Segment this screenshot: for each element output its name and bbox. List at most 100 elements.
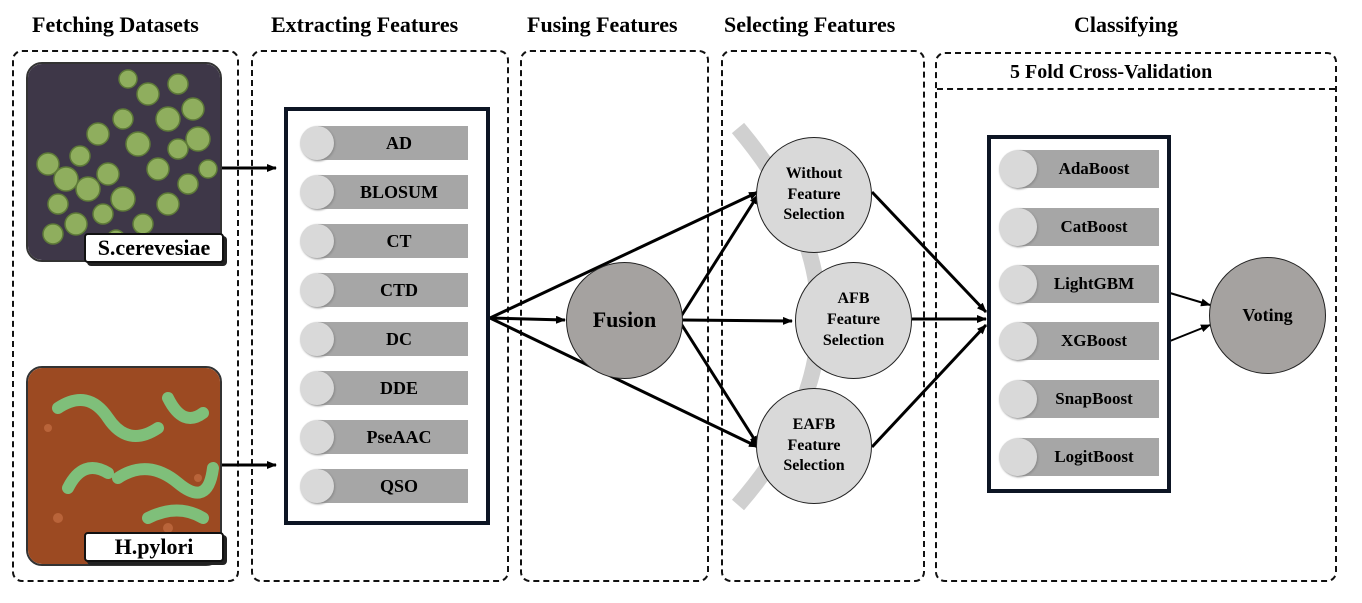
classifier-label: AdaBoost (1058, 159, 1130, 178)
bacteria-illustration (28, 368, 220, 564)
eafb-line-1: EAFB (792, 415, 836, 433)
eafb-line-3: Selection (783, 457, 845, 475)
selecting-box (721, 50, 925, 582)
feature-bullet (300, 371, 334, 405)
voting-label: Voting (1242, 304, 1293, 325)
feature-label: CTD (379, 279, 418, 300)
stage-title-fetching: Fetching Datasets (32, 12, 199, 37)
feature-bullet (300, 175, 334, 209)
voting-node: Voting (1209, 257, 1326, 374)
stage-title-extracting: Extracting Features (271, 12, 459, 37)
feature-label: QSO (379, 475, 418, 496)
feature-bullet (300, 469, 334, 503)
feature-bullet (300, 273, 334, 307)
classifier-label: CatBoost (1060, 217, 1128, 236)
classifier-item: LogitBoost (999, 438, 1159, 476)
feature-label: BLOSUM (359, 181, 438, 202)
classifier-bullet (999, 150, 1037, 188)
without-line-2: Feature (787, 185, 841, 203)
feature-bar (318, 420, 468, 454)
arrow-features-to-without (489, 190, 759, 320)
arrow-fusion-to-eafb (678, 321, 760, 446)
feature-item: DC (300, 322, 468, 356)
feature-list-panel (284, 107, 490, 525)
classifier-item: LightGBM (999, 265, 1159, 303)
classifier-bar (1017, 380, 1159, 418)
classifier-bullet (999, 380, 1037, 418)
classifier-item: XGBoost (999, 322, 1159, 360)
arrow-features-to-eafb (489, 316, 759, 449)
eafb-line-2: Feature (787, 436, 841, 454)
arrow-eafb-to-classifiers (870, 323, 988, 449)
feature-bullet (300, 126, 334, 160)
feature-item: CTD (300, 273, 468, 307)
feature-label: PseAAC (366, 426, 432, 447)
classifier-bullet (999, 208, 1037, 246)
feature-item: PseAAC (300, 420, 468, 454)
feature-bar (318, 224, 468, 258)
feature-item: BLOSUM (300, 175, 468, 209)
yeast-image (26, 62, 222, 262)
eafb-selection-node: EAFB Feature Selection (756, 388, 872, 504)
afb-selection-node: AFB Feature Selection (795, 262, 912, 379)
arrow-features-to-fusion (489, 315, 566, 324)
bacteria-image (26, 366, 222, 566)
fusing-box (520, 50, 709, 582)
feature-bar (318, 469, 468, 503)
feature-bullet (300, 322, 334, 356)
feature-bar (318, 126, 468, 160)
arrow-without-to-classifiers (870, 190, 988, 314)
classifier-item: CatBoost (999, 208, 1159, 246)
without-selection-node: Without Feature Selection (756, 137, 872, 253)
classifier-list-panel (987, 135, 1171, 493)
afb-line-2: Feature (826, 311, 880, 329)
without-line-1: Without (785, 164, 843, 182)
classifier-bar (1017, 150, 1159, 188)
classifier-label: XGBoost (1060, 331, 1128, 350)
yeast-cells-illustration (28, 64, 220, 260)
afb-line-1: AFB (837, 290, 870, 308)
stage-title-classifying: Classifying (1074, 12, 1178, 37)
classifier-bullet (999, 265, 1037, 303)
feature-bar (318, 175, 468, 209)
fusion-node: Fusion (566, 262, 683, 379)
classifier-label: SnapBoost (1055, 389, 1133, 408)
arrow-fusion-to-afb (681, 316, 793, 325)
fetching-box (12, 50, 239, 582)
feature-item: CT (300, 224, 468, 258)
stage-title-selecting: Selecting Features (724, 12, 896, 37)
classifier-label: LogitBoost (1054, 447, 1134, 466)
classifier-bar (1017, 208, 1159, 246)
feature-bar (318, 322, 468, 356)
feature-label: DDE (379, 377, 418, 398)
without-line-3: Selection (783, 206, 845, 224)
feature-label: DC (386, 328, 412, 349)
afb-line-3: Selection (822, 331, 885, 349)
fusion-label: Fusion (592, 307, 657, 333)
feature-bullet (300, 420, 334, 454)
feature-bullet (300, 224, 334, 258)
cv-label: 5 Fold Cross-Validation (1010, 61, 1213, 83)
feature-bar (318, 273, 468, 307)
classifier-bar (1017, 438, 1159, 476)
classifier-item: AdaBoost (999, 150, 1159, 188)
classifier-label: LightGBM (1053, 274, 1135, 293)
classifier-bullet (999, 322, 1037, 360)
cv-divider (937, 88, 1335, 90)
bacteria-label: H.pylori (84, 532, 224, 562)
classifier-item: SnapBoost (999, 380, 1159, 418)
classifier-bar (1017, 322, 1159, 360)
extracting-box (251, 50, 509, 582)
arrow-fusion-to-without (678, 194, 760, 319)
feature-label: CT (386, 230, 412, 251)
yeast-label: S.cerevesiae (84, 233, 224, 263)
feature-label: AD (386, 132, 412, 153)
classifying-box (935, 52, 1337, 582)
feature-item: QSO (300, 469, 468, 503)
stage-title-fusing: Fusing Features (527, 12, 678, 37)
feature-item: DDE (300, 371, 468, 405)
classifier-bar (1017, 265, 1159, 303)
feature-item: AD (300, 126, 468, 160)
feature-bar (318, 371, 468, 405)
classifier-bullet (999, 438, 1037, 476)
